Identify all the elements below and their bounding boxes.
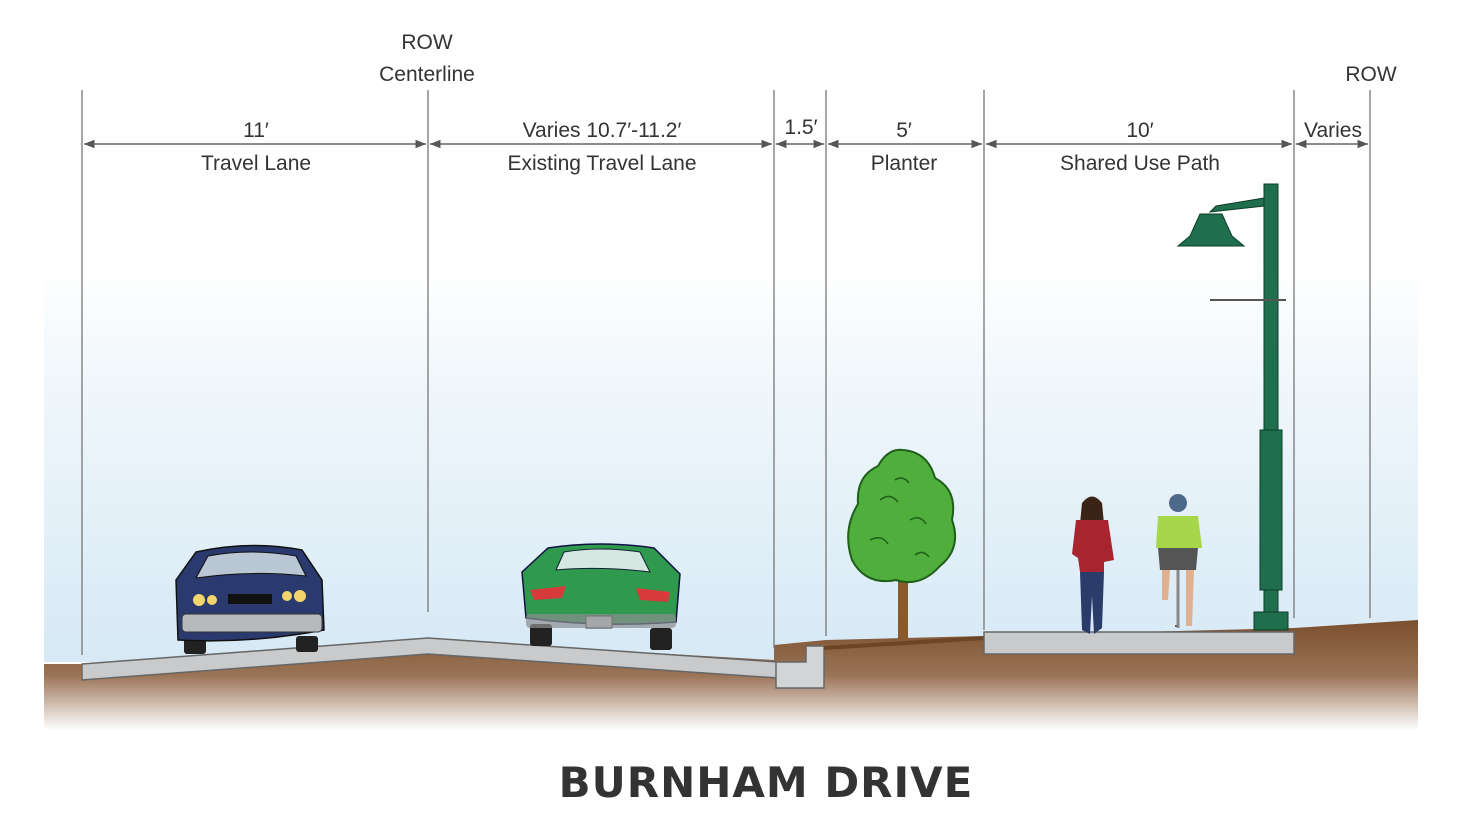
diagram-title: BURNHAM DRIVE <box>559 758 974 807</box>
planter-label: Planter <box>871 152 938 175</box>
varies-dimension: Varies <box>1304 119 1362 142</box>
row-right-label: ROW <box>1345 63 1397 86</box>
row-centerline-label-2: Centerline <box>379 63 475 86</box>
pedestrian <box>1072 496 1114 634</box>
travel-lane-label: Travel Lane <box>201 152 311 175</box>
row-centerline-label-1: ROW <box>401 31 453 54</box>
existing-travel-lane-dimension: Varies 10.7′-11.2′ <box>523 119 682 142</box>
shared-use-path-dimension: 10′ <box>1126 119 1153 142</box>
planter-dimension: 5′ <box>896 119 912 142</box>
cyclist <box>1156 494 1202 628</box>
existing-travel-lane-label: Existing Travel Lane <box>507 152 696 175</box>
green-car <box>521 543 681 650</box>
tree <box>847 448 956 640</box>
street-lamp <box>1176 183 1289 631</box>
blue-car <box>175 544 325 654</box>
shared-use-path-slab <box>983 631 1295 655</box>
curb-dimension: 1.5′ <box>784 116 817 139</box>
planter-ground <box>824 636 984 650</box>
boundary-lines <box>81 90 1371 655</box>
travel-lane-dimension: 11′ <box>243 119 269 142</box>
shared-use-path-label: Shared Use Path <box>1060 152 1220 175</box>
